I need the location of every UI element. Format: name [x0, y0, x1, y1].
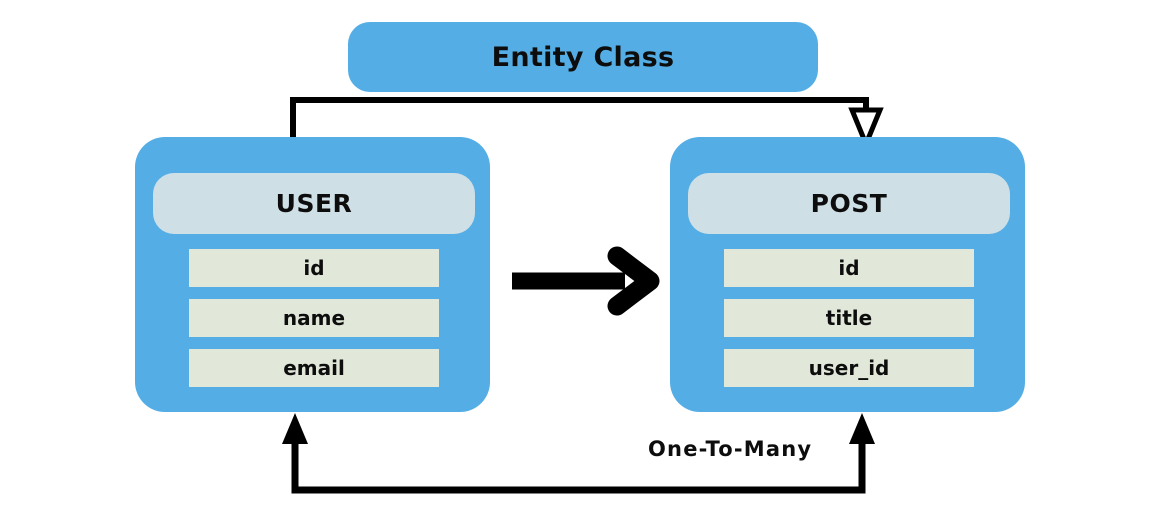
field-label: email: [283, 356, 345, 380]
entity-name-post: POST: [810, 189, 888, 218]
field-row[interactable]: name: [189, 299, 439, 337]
hollow-triangle-arrowhead-icon: [848, 107, 884, 151]
field-row[interactable]: title: [724, 299, 974, 337]
field-label: id: [303, 256, 325, 280]
relationship-label: One-To-Many: [648, 437, 813, 461]
entity-name-user: USER: [275, 189, 353, 218]
triangle-arrowhead-user-icon: [282, 413, 308, 444]
entity-class-title: Entity Class: [491, 41, 675, 73]
association-connector: [512, 246, 660, 316]
triangle-arrowhead-post-icon: [849, 413, 875, 444]
entity-header-post: POST: [688, 173, 1010, 234]
solid-arrowhead-icon: [607, 246, 660, 316]
inheritance-connector: [290, 97, 884, 151]
field-list-user: id name email: [189, 249, 439, 399]
field-row[interactable]: id: [724, 249, 974, 287]
field-label: title: [825, 306, 873, 330]
field-row[interactable]: id: [189, 249, 439, 287]
inheritance-line: [290, 97, 869, 147]
relationship-connector: [282, 413, 875, 494]
field-list-post: id title user_id: [724, 249, 974, 399]
field-row[interactable]: user_id: [724, 349, 974, 387]
field-label: name: [282, 306, 346, 330]
field-label: id: [838, 256, 860, 280]
relationship-line: [291, 440, 866, 494]
entity-class-banner: Entity Class: [348, 22, 818, 92]
entity-card-user[interactable]: USER id name email: [135, 137, 490, 412]
field-row[interactable]: email: [189, 349, 439, 387]
field-label: user_id: [808, 356, 890, 380]
entity-card-post[interactable]: POST id title user_id: [670, 137, 1025, 412]
entity-header-user: USER: [153, 173, 475, 234]
